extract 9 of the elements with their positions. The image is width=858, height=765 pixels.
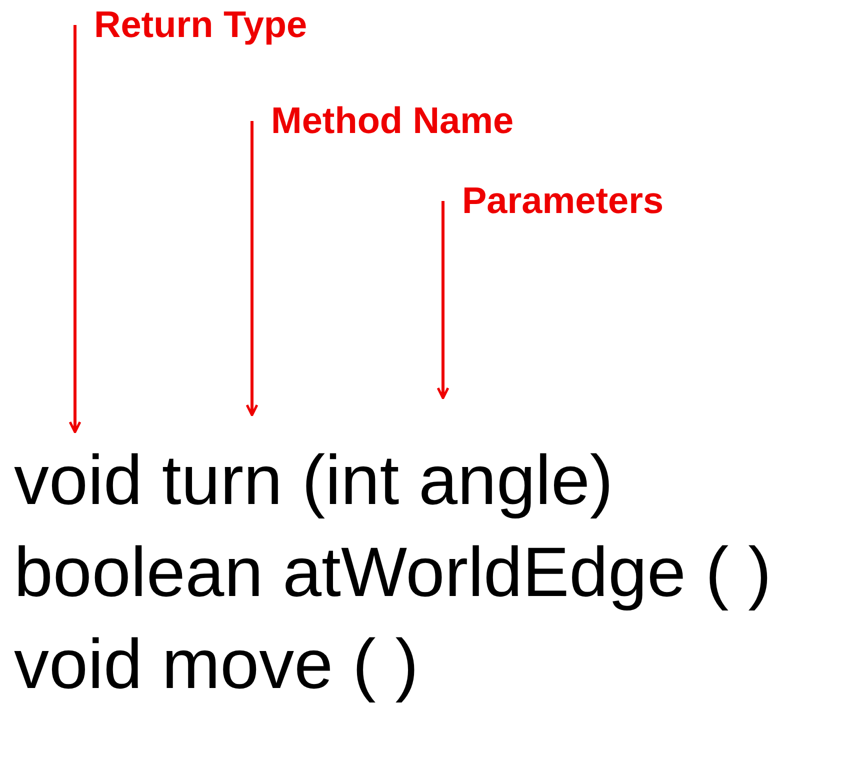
annotation-label: Return Type [94, 3, 308, 47]
code-line: void move ( ) [14, 624, 419, 704]
code-line: boolean atWorldEdge ( ) [14, 532, 772, 612]
code-line: void turn (int angle) [14, 440, 614, 520]
annotation-label: Method Name [271, 99, 514, 143]
leader-arrow [68, 25, 82, 434]
leader-arrow [436, 201, 450, 400]
annotation-label: Parameters [462, 179, 664, 223]
leader-arrow [246, 121, 258, 416]
